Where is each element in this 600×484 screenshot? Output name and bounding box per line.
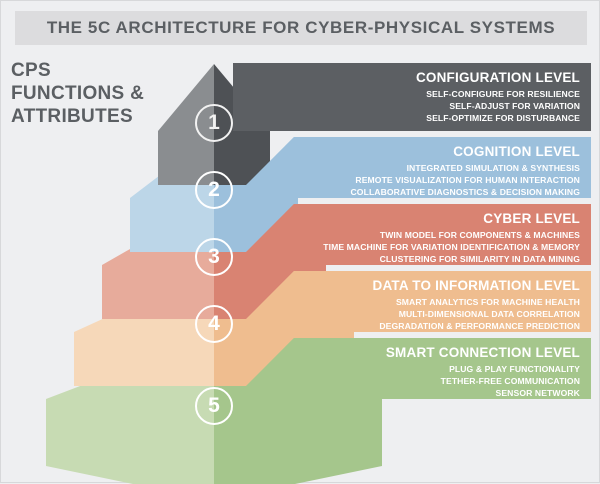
page-title: THE 5C ARCHITECTURE FOR CYBER-PHYSICAL S… [46,18,556,37]
level-band-configuration[interactable]: CONFIGURATION LEVEL SELF-CONFIGURE FOR R… [233,63,591,131]
level-item-4-2: MULTI-DIMENSIONAL DATA CORRELATION [398,308,580,319]
level-band-data-to-information[interactable]: DATA TO INFORMATION LEVEL SMART ANALYTIC… [233,271,591,332]
level-item-2-3: COLLABORATIVE DIAGNOSTICS & DECISION MAK… [350,186,580,197]
caption-line-1: CPS [11,60,51,81]
level-band-cognition[interactable]: COGNITION LEVEL INTEGRATED SIMULATION & … [233,137,591,198]
level-title-1: CONFIGURATION LEVEL [415,70,580,85]
title-bar: THE 5C ARCHITECTURE FOR CYBER-PHYSICAL S… [15,11,587,45]
level-item-5-2: TETHER-FREE COMMUNICATION [440,375,580,386]
level-title-3: CYBER LEVEL [483,211,580,226]
level-item-1-2: SELF-ADJUST FOR VARIATION [449,100,580,111]
level-item-3-1: TWIN MODEL FOR COMPONENTS & MACHINES [379,229,580,240]
cps-functions-caption: CPS FUNCTIONS & ATTRIBUTES [11,59,171,129]
level-band-cyber[interactable]: CYBER LEVEL TWIN MODEL FOR COMPONENTS & … [233,204,591,265]
level-item-1-3: SELF-OPTIMIZE FOR DISTURBANCE [426,112,580,123]
level-item-5-3: SENSOR NETWORK [495,387,580,398]
level-title-2: COGNITION LEVEL [453,144,580,159]
level-item-3-2: TIME MACHINE FOR VARIATION IDENTIFICATIO… [323,241,580,252]
level-item-5-1: PLUG & PLAY FUNCTIONALITY [449,363,580,374]
level-item-3-3: CLUSTERING FOR SIMILARITY IN DATA MINING [379,253,580,264]
caption-line-2: FUNCTIONS & [11,83,145,105]
level-item-4-1: SMART ANALYTICS FOR MACHINE HEALTH [395,296,580,307]
level-band-smart-connection[interactable]: SMART CONNECTION LEVEL PLUG & PLAY FUNCT… [233,338,591,399]
level-item-1-1: SELF-CONFIGURE FOR RESILIENCE [426,88,580,99]
level-item-2-2: REMOTE VISUALIZATION FOR HUMAN INTERACTI… [355,174,580,185]
level-title-5: SMART CONNECTION LEVEL [385,345,580,360]
level-item-4-3: DEGRADATION & PERFORMANCE PREDICTION [379,320,580,331]
caption-line-3: ATTRIBUTES [11,106,133,128]
level-item-2-1: INTEGRATED SIMULATION & SYNTHESIS [406,162,580,173]
level-title-4: DATA TO INFORMATION LEVEL [372,278,580,293]
